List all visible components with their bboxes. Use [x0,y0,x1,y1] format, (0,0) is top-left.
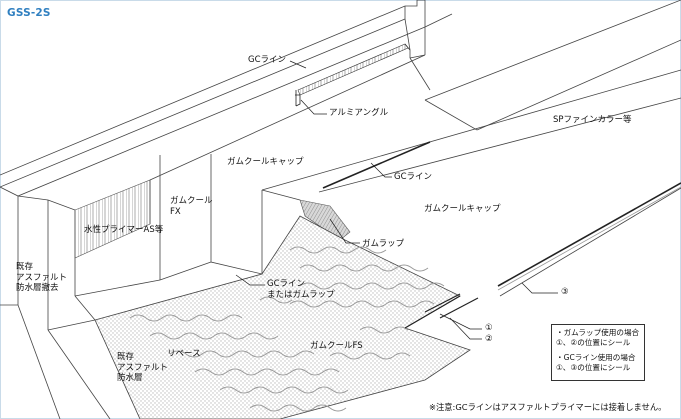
leader-lines [235,60,558,340]
marker-2: ② [485,334,493,344]
gum-cool-cap-upper [74,54,426,297]
gc-line-mid [322,141,431,189]
label-water-primer: 水性プライマーAS等 [84,225,164,235]
legend-line-3: ・GCライン使用の場合 [556,353,636,362]
caution-note: ※注意:GCラインはアスファルトプライマーには接着しません。 [429,402,667,412]
flat-roof-cap [261,0,681,297]
rebase-edge [17,262,111,419]
label-gc-line-mid: GCライン [394,172,433,182]
legend-line-1: ・ガムラップ使用の場合 [556,328,640,337]
label-existing-removed: 既存 アスファルト 防水層撤去 [16,262,68,293]
legend-line-2: ①、②の位置にシール [556,338,631,347]
label-gum-cool-fx: ガムクール FX [170,196,213,217]
marker-1: ① [485,323,493,333]
seal-position-legend: ・ガムラップ使用の場合 ①、②の位置にシール ・GCライン使用の場合 ①、③の位… [551,324,645,381]
label-existing-layer: 既存 アスファルト 防水層 [117,352,169,383]
sp-fine-color-edge [409,54,431,91]
gc-line-top [297,43,411,96]
gum-cool-fs-field [94,215,471,419]
label-gum-cool-cap-2: ガムクールキャップ [424,204,501,214]
label-rebase: リベース [167,349,201,359]
legend-line-4: ①、③の位置にシール [556,363,631,372]
aluminum-angle [295,90,301,107]
marker-3: ③ [561,287,569,297]
label-sp-fine-color: SPファインカラー等 [553,115,632,125]
gc-line-right [497,182,681,291]
label-gum-cool-fs: ガムクールFS [310,341,363,351]
label-gum-cool-cap-1: ガムクールキャップ [227,157,304,167]
label-gc-line-top: GCライン [248,55,287,65]
diagram-title: GSS-2S [7,7,51,19]
label-gc-line-or-wrap: GCライン またはガムラップ [267,279,335,300]
water-primer-band [74,179,151,259]
seal-strips-1-2 [404,293,479,329]
label-aluminum-angle: アルミアングル [329,108,389,118]
label-gum-wrap: ガムラップ [362,239,405,249]
